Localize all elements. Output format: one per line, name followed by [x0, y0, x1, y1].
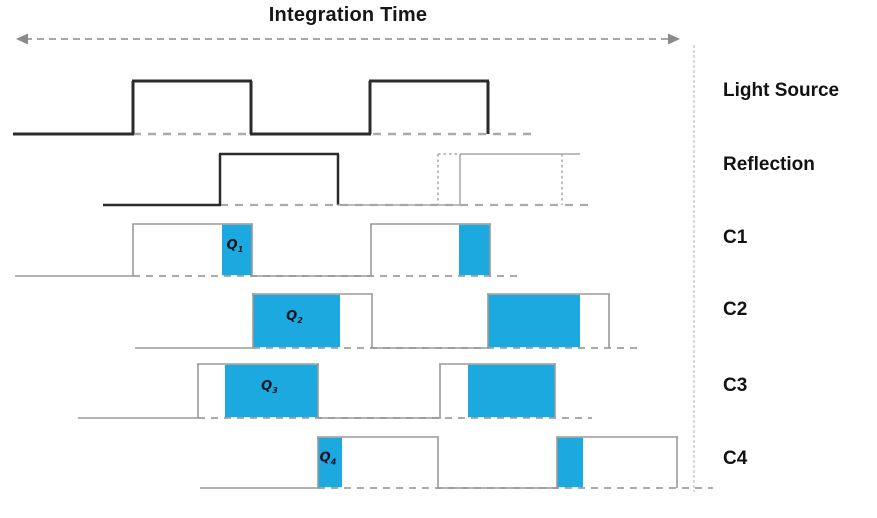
signal-c1: Q1 — [15, 223, 523, 277]
charge-region — [557, 437, 583, 488]
signal-c4: Q4 — [200, 436, 713, 489]
arrowhead-left-icon — [16, 33, 28, 45]
signal-c2: Q2 — [135, 293, 640, 349]
charge-region — [318, 437, 342, 488]
diagram-title: Integration Time — [268, 4, 428, 26]
charge-region — [253, 294, 340, 348]
signal-label-c4: C4 — [723, 448, 748, 469]
charge-region — [468, 364, 555, 418]
signal-c3: Q3 — [78, 363, 592, 419]
signal-label-c1: C1 — [723, 227, 748, 248]
signal-label-c3: C3 — [723, 375, 748, 396]
arrowhead-right-icon — [668, 33, 680, 45]
charge-region — [225, 364, 318, 418]
charge-region — [222, 224, 252, 276]
charge-region — [459, 224, 490, 276]
integration-time-arrow — [16, 33, 680, 45]
signal-light-source — [13, 79, 535, 136]
signal-label-c2: C2 — [723, 299, 748, 320]
signal-label-light-source: Light Source — [723, 80, 840, 101]
signal-reflection — [103, 152, 592, 207]
signal-label-reflection: Reflection — [723, 154, 815, 175]
charge-region — [488, 294, 580, 348]
